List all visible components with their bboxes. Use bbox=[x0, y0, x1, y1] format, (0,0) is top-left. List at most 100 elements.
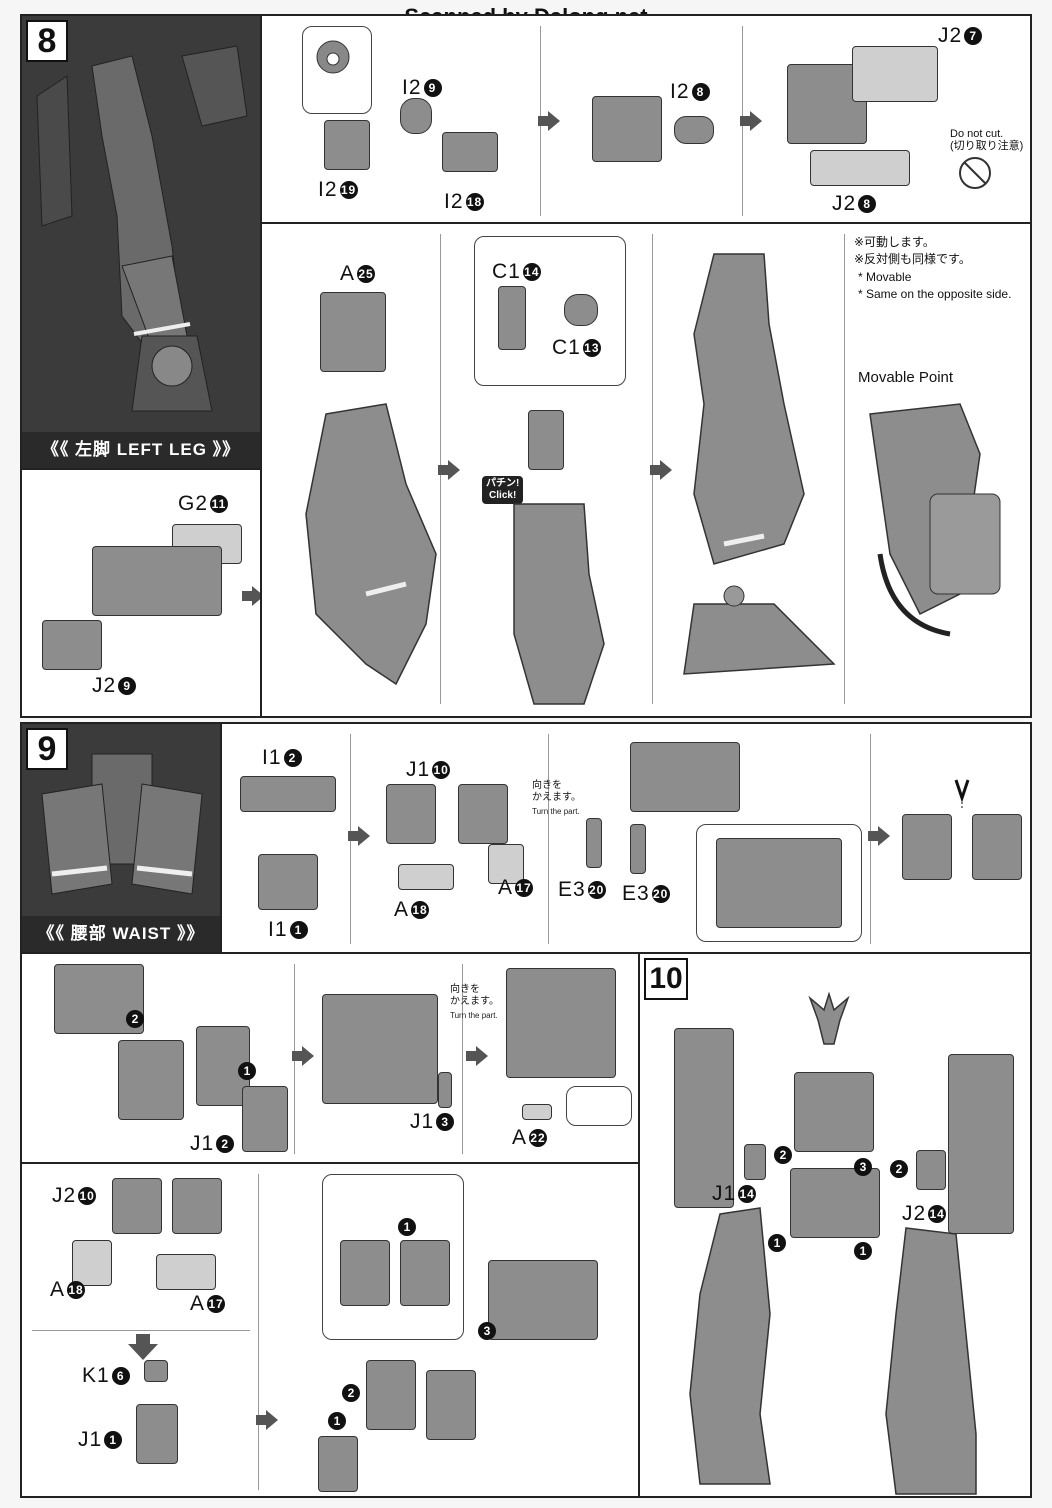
turn-note-2: Turn the part. bbox=[450, 1011, 498, 1020]
waist-block-final bbox=[318, 1436, 358, 1492]
movable-note: * Movable bbox=[858, 270, 912, 284]
heel-part-9 bbox=[42, 620, 102, 670]
left-leg-reference-image bbox=[36, 45, 248, 412]
waist-block-1 bbox=[136, 1404, 178, 1464]
skirt-back-view bbox=[630, 742, 740, 812]
step-1-marker: 1 bbox=[238, 1062, 256, 1080]
skirt-trim-17 bbox=[488, 844, 524, 884]
knee-joint-part-14 bbox=[498, 286, 526, 350]
foot-assembly bbox=[92, 546, 222, 616]
hip-joint-part bbox=[316, 40, 350, 74]
head-part bbox=[808, 991, 850, 1045]
right-leg-final bbox=[885, 1227, 977, 1495]
step-3-marker: 3 bbox=[478, 1322, 496, 1340]
step-2-marker-10b: 2 bbox=[890, 1160, 908, 1178]
movable-point-label: Movable Point bbox=[858, 369, 954, 386]
waist-plate-3 bbox=[438, 1072, 452, 1108]
waist-reference-image bbox=[41, 753, 203, 895]
step-1-marker-b: 1 bbox=[398, 1218, 416, 1236]
skirt-front-left bbox=[118, 1040, 184, 1120]
step10-number: 10 bbox=[644, 958, 688, 1000]
waist-rear-view bbox=[506, 968, 616, 1078]
right-arm bbox=[948, 1054, 1014, 1234]
step9-number: 9 bbox=[26, 728, 68, 770]
foot-cover-part-7 bbox=[852, 46, 938, 102]
rear-skirt-detail-right bbox=[400, 1240, 450, 1306]
step-1-marker-10a: 1 bbox=[768, 1234, 786, 1252]
movable-note-jp: ※可動します。 bbox=[854, 235, 935, 249]
rear-skirt-left bbox=[112, 1178, 162, 1234]
waist-core-part-1 bbox=[258, 854, 318, 910]
pin-part-20a bbox=[586, 818, 602, 868]
waist-part-14a bbox=[744, 1144, 766, 1180]
ball-joint-part bbox=[400, 98, 432, 134]
rear-skirt-attach-left bbox=[366, 1360, 416, 1430]
rear-skirt-right bbox=[172, 1178, 222, 1234]
turn-note-jp: 向きを かえます。 bbox=[532, 780, 581, 803]
knee-cap-part bbox=[320, 292, 386, 372]
lower-leg-assembly-2 bbox=[513, 503, 605, 705]
detail-bubble-plate bbox=[566, 1086, 632, 1126]
waist-assembly-final bbox=[790, 1168, 880, 1238]
step9-reference-panel: 9 《《 腰部 WAIST 》》 bbox=[20, 722, 222, 954]
down-arrow-icon bbox=[128, 1334, 158, 1360]
waist-assembly bbox=[322, 994, 438, 1104]
step-1-marker-10b: 1 bbox=[854, 1242, 872, 1260]
step-3-marker-10: 3 bbox=[854, 1158, 872, 1176]
click-label: パチン!Click! bbox=[482, 476, 524, 504]
skirt-detail bbox=[716, 838, 842, 928]
turn-note-jp-2: 向きを かえます。 bbox=[450, 984, 499, 1007]
waist-part-14b bbox=[916, 1150, 946, 1190]
left-leg-final bbox=[689, 1207, 771, 1485]
rear-skirt-detail-left bbox=[340, 1240, 390, 1306]
detail-bubble bbox=[302, 26, 372, 114]
step8-banner: 《《 左脚 LEFT LEG 》》 bbox=[22, 432, 260, 468]
step-2-marker-b: 2 bbox=[342, 1384, 360, 1402]
no-cut-icon bbox=[959, 157, 991, 189]
step-1-marker-c: 1 bbox=[328, 1412, 346, 1430]
socket-part-19 bbox=[324, 120, 370, 170]
skirt-assembled-left bbox=[902, 814, 952, 880]
turn-note: Turn the part. bbox=[532, 807, 580, 816]
waist-rear-assembly bbox=[488, 1260, 598, 1340]
opposite-note: * Same on the opposite side. bbox=[858, 287, 1012, 301]
skirt-part-right bbox=[458, 784, 508, 844]
step9-banner: 《《 腰部 WAIST 》》 bbox=[22, 916, 220, 952]
foot-part-8 bbox=[810, 150, 910, 186]
rear-trim-18 bbox=[72, 1240, 112, 1286]
step-2-marker-10a: 2 bbox=[774, 1146, 792, 1164]
skirt-assembled-right bbox=[972, 814, 1022, 880]
detail-bubble-c1 bbox=[474, 236, 626, 386]
rear-skirt-attach-right bbox=[426, 1370, 476, 1440]
torso-part bbox=[794, 1072, 874, 1152]
